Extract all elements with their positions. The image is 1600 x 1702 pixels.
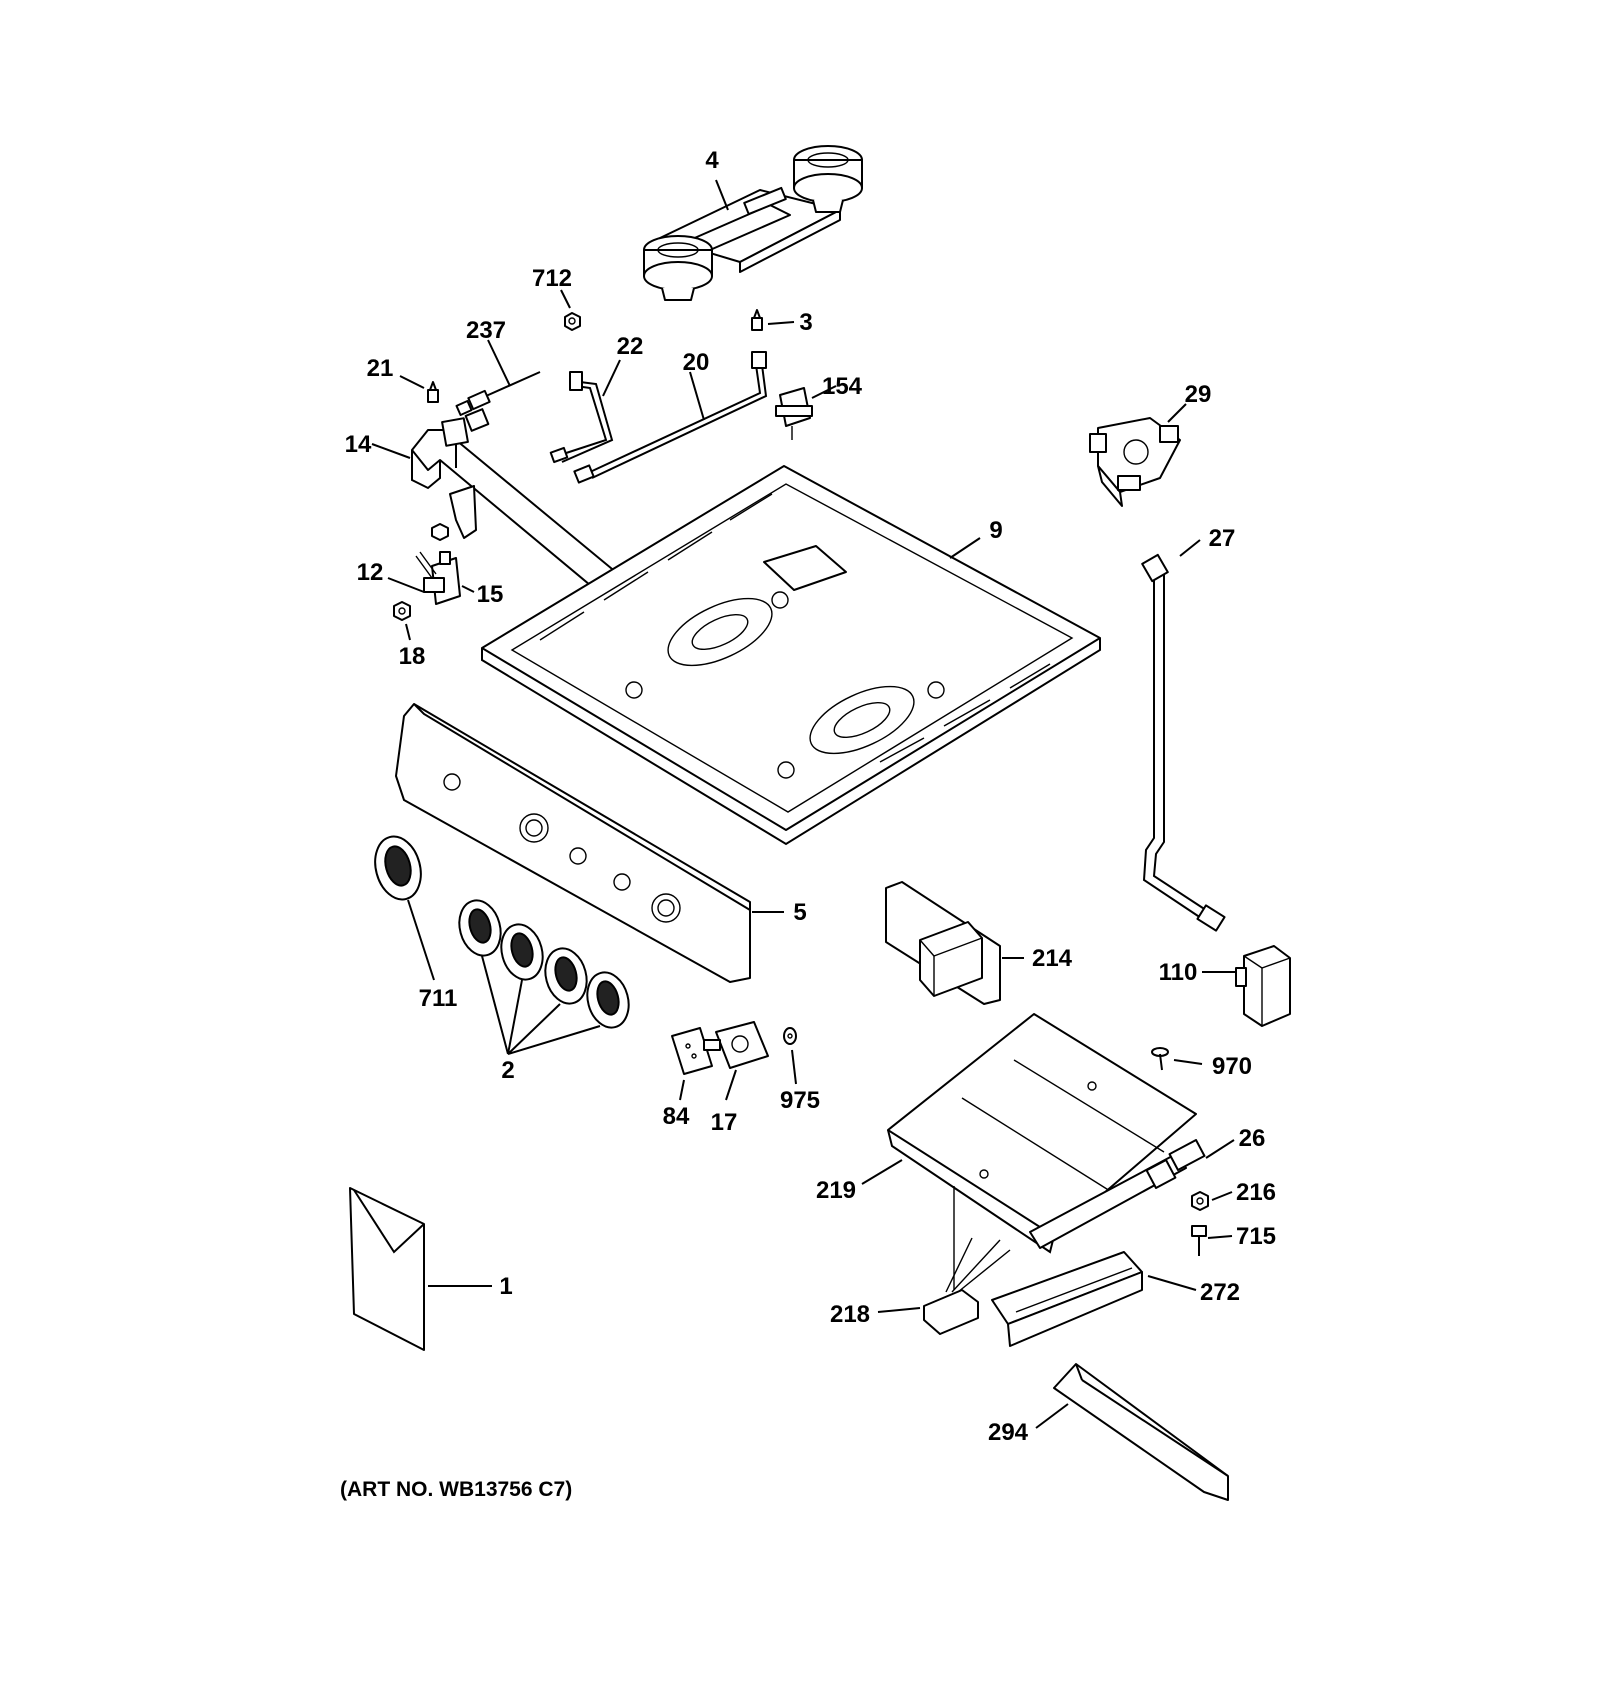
callout-975: 975 xyxy=(780,1087,820,1114)
burner-assembly xyxy=(643,145,863,301)
callout-219: 219 xyxy=(816,1177,856,1204)
callout-9: 9 xyxy=(989,517,1002,544)
callout-237: 237 xyxy=(466,317,506,344)
knobs-2 xyxy=(458,899,630,1055)
callout-218: 218 xyxy=(830,1301,870,1328)
broiler-rail-294 xyxy=(1035,1363,1229,1501)
nut-712 xyxy=(560,289,581,331)
callout-labels: 4 712 3 237 22 20 154 21 29 14 9 27 12 1… xyxy=(345,147,1276,1446)
callout-20: 20 xyxy=(683,349,710,376)
callout-2: 2 xyxy=(501,1057,514,1084)
callout-1: 1 xyxy=(499,1273,512,1300)
nut-18 xyxy=(393,601,411,641)
broiler-shield-219 xyxy=(861,1013,1197,1254)
art-number-label: (ART NO. WB13756 C7) xyxy=(340,1478,572,1501)
callout-712: 712 xyxy=(532,265,572,292)
ignition-module-214 xyxy=(885,881,1024,1005)
callout-26: 26 xyxy=(1239,1125,1266,1152)
burner-tube-20 xyxy=(573,351,768,484)
junction-box-110 xyxy=(1202,945,1291,1027)
callout-29: 29 xyxy=(1185,381,1212,408)
broiler-burner-26 xyxy=(1029,1139,1235,1249)
callout-21: 21 xyxy=(367,355,394,382)
callout-294: 294 xyxy=(988,1419,1029,1446)
callout-14: 14 xyxy=(345,431,372,458)
switch-17 xyxy=(703,1021,769,1101)
valve-bracket-15 xyxy=(387,551,475,605)
gas-tube-27 xyxy=(1141,539,1226,932)
orifice-3 xyxy=(751,309,795,331)
callout-18: 18 xyxy=(399,643,426,670)
control-panel-5 xyxy=(395,703,784,983)
callout-711: 711 xyxy=(419,985,458,1012)
callout-17: 17 xyxy=(711,1109,738,1136)
bracket-154 xyxy=(775,385,837,440)
burner-box-9 xyxy=(481,465,1101,846)
callout-110: 110 xyxy=(1159,959,1198,986)
washer-975 xyxy=(783,1027,797,1085)
burner-tube-22 xyxy=(549,359,621,464)
callout-216: 216 xyxy=(1236,1179,1276,1206)
igniter-272 xyxy=(991,1251,1197,1347)
callout-5: 5 xyxy=(793,899,806,926)
callout-4: 4 xyxy=(705,147,719,174)
callout-970: 970 xyxy=(1212,1053,1252,1080)
bolt-715 xyxy=(1191,1225,1233,1256)
callout-27: 27 xyxy=(1209,525,1236,552)
tube-fitting-237 xyxy=(455,339,541,417)
switch-plate-84 xyxy=(671,1027,713,1101)
callout-15: 15 xyxy=(477,581,504,608)
literature-1 xyxy=(349,1187,492,1351)
callout-272: 272 xyxy=(1200,1279,1240,1306)
callout-3: 3 xyxy=(799,309,812,336)
nut-216 xyxy=(1191,1191,1233,1211)
callout-22: 22 xyxy=(617,333,644,360)
orifice-21 xyxy=(399,375,439,403)
callout-214: 214 xyxy=(1032,945,1073,972)
callout-12: 12 xyxy=(357,559,384,586)
screw-970 xyxy=(1151,1047,1203,1071)
callout-84: 84 xyxy=(663,1103,690,1130)
wire-connector-218 xyxy=(877,1186,1011,1335)
pressure-regulator-29 xyxy=(1089,403,1187,507)
callout-715: 715 xyxy=(1236,1223,1276,1250)
callout-154: 154 xyxy=(822,373,863,400)
knob-711 xyxy=(374,835,435,981)
